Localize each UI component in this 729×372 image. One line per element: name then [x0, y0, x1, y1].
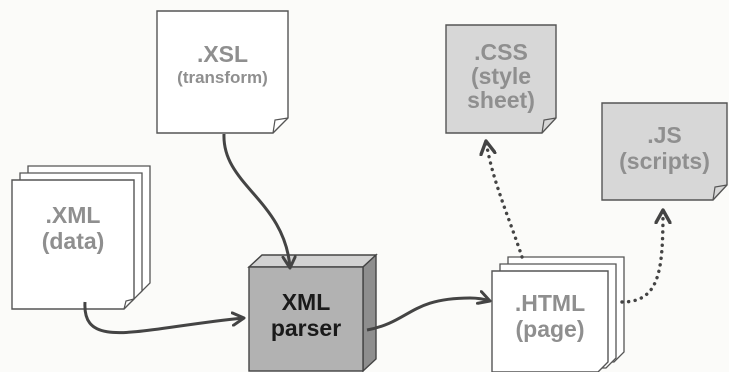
xml-parser-box-shape — [247, 253, 378, 372]
html-to-js-dotted-arrow — [620, 208, 663, 304]
css-description-line1: (style — [470, 63, 532, 90]
js-resource-shape — [601, 102, 728, 201]
parser-line2: parser — [270, 314, 342, 341]
xsl-label: .XSL (transform) — [157, 41, 288, 87]
xml-to-parser-arrow — [83, 301, 244, 335]
css-description-line2: sheet) — [467, 87, 535, 114]
xsl-to-parser-arrow — [222, 133, 290, 268]
html-document-stack-shape — [491, 256, 625, 372]
html-extension: .HTML — [514, 290, 586, 316]
css-label: .CSS (style sheet) — [446, 39, 556, 114]
parser-label: XML parser — [249, 289, 363, 342]
xsl-document-shape — [156, 10, 289, 134]
js-description: (scripts) — [619, 147, 710, 174]
html-to-css-dotted-arrow — [486, 139, 524, 259]
xsl-description: (transform) — [177, 67, 268, 87]
xml-extension: .XML — [45, 202, 101, 228]
xsl-extension: .XSL — [196, 41, 249, 67]
xml-label: .XML (data) — [12, 202, 134, 255]
xml-document-stack-shape — [11, 165, 151, 310]
xml-description: (data) — [41, 227, 105, 254]
js-label: .JS (scripts) — [602, 122, 727, 175]
css-extension: .CSS — [474, 39, 528, 65]
parser-to-html-arrow — [366, 298, 490, 332]
html-label: .HTML (page) — [492, 290, 608, 343]
js-extension: .JS — [647, 122, 682, 148]
parser-line1: XML — [281, 289, 331, 315]
html-description: (page) — [515, 315, 585, 342]
css-resource-shape — [445, 24, 557, 134]
